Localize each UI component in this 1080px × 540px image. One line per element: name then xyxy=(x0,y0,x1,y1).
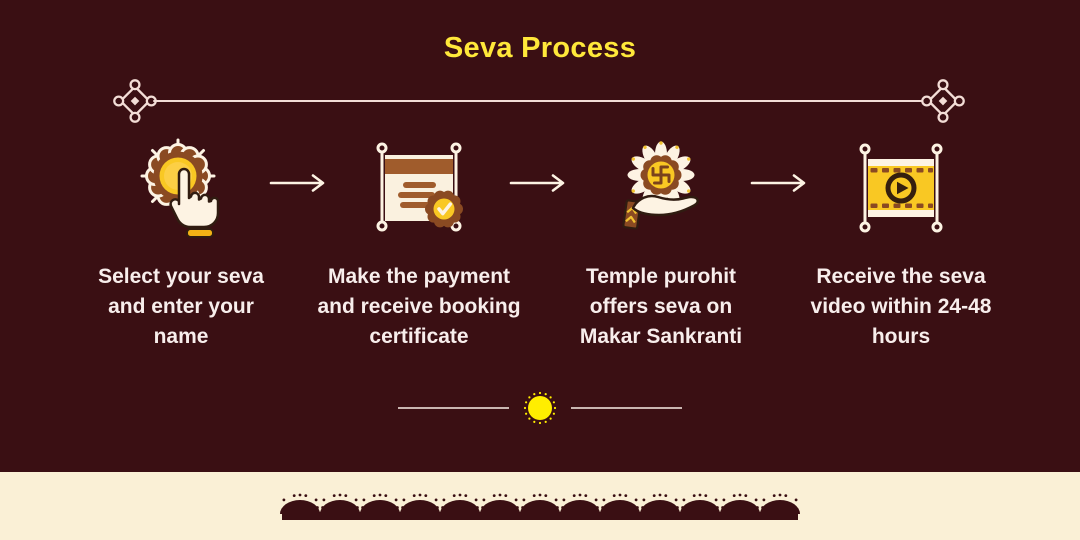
arrow-right-icon xyxy=(750,174,806,192)
kolam-knot-right-icon xyxy=(921,79,965,123)
certificate-icon xyxy=(369,138,469,238)
ornamental-divider xyxy=(112,78,966,124)
swastika-glyph xyxy=(651,165,671,185)
step-purohit-seva: Temple purohit offers seva on Makar Sank… xyxy=(541,138,781,352)
caption-line: Makar Sankranti xyxy=(579,325,743,348)
caption-line: hours xyxy=(871,325,931,348)
caption-line: and receive booking xyxy=(317,295,521,318)
step-caption: Receive the seva video within 24-48 hour… xyxy=(781,262,1021,352)
step-caption: Make the payment and receive booking cer… xyxy=(299,262,539,352)
step-select-seva: Select your seva and enter your name xyxy=(61,138,301,352)
caption-line: certificate xyxy=(369,325,469,348)
caption-line: Receive the seva xyxy=(816,265,986,288)
caption-line: Select your seva xyxy=(98,265,264,288)
caption-line: Make the payment xyxy=(327,265,511,288)
caption-line: Temple purohit xyxy=(585,265,737,288)
step-caption: Temple purohit offers seva on Makar Sank… xyxy=(541,262,781,352)
tap-select-icon xyxy=(131,138,231,238)
caption-line: and enter your xyxy=(108,295,254,318)
caption-line: name xyxy=(153,325,209,348)
indicator-line-right xyxy=(571,407,682,409)
arrow-right-icon xyxy=(509,174,565,192)
page-title: Seva Process xyxy=(443,32,637,64)
footer-band xyxy=(0,472,1080,540)
kolam-knot-left-icon xyxy=(113,79,157,123)
video-icon xyxy=(851,138,951,238)
step-payment-certificate: Make the payment and receive booking cer… xyxy=(299,138,539,352)
divider-line xyxy=(153,100,925,102)
indicator-line-left xyxy=(398,407,509,409)
caption-line: video within 24-48 xyxy=(810,295,992,318)
caption-line: offers seva on xyxy=(589,295,733,318)
arrow-right-icon xyxy=(269,174,325,192)
step-receive-video: Receive the seva video within 24-48 hour… xyxy=(781,138,1021,352)
carousel-indicator xyxy=(0,390,1080,426)
sun-dot-icon[interactable] xyxy=(522,390,558,426)
step-caption: Select your seva and enter your name xyxy=(61,262,301,352)
scallop-border xyxy=(280,493,800,520)
offering-hand-icon xyxy=(611,138,711,238)
